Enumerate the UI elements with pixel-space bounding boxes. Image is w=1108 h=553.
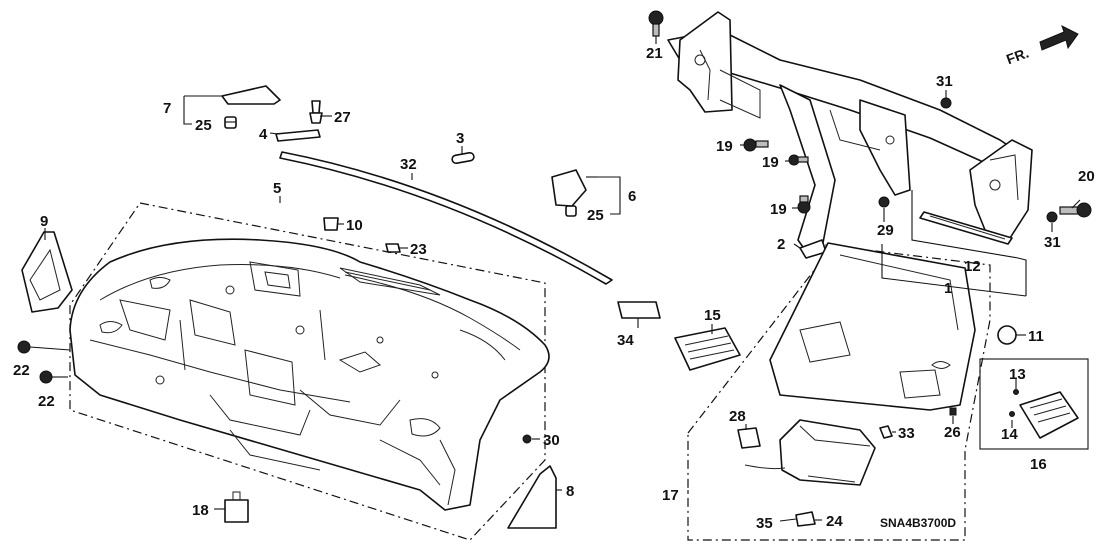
label-18 — [224, 499, 249, 523]
front-direction-label: FR. — [1004, 45, 1031, 68]
callout-4: 4 — [259, 126, 268, 143]
callout-31b: 31 — [1044, 234, 1061, 251]
callout-16: 16 — [1030, 456, 1047, 473]
callout-19b: 19 — [762, 154, 779, 171]
clip-33 — [879, 425, 893, 439]
callout-22b: 22 — [38, 393, 55, 410]
bolt-29 — [878, 196, 890, 208]
airbag-module — [779, 419, 876, 486]
vent-15 — [674, 327, 741, 371]
screw-27 — [311, 100, 321, 114]
screw-22a — [17, 340, 31, 354]
callout-30: 30 — [543, 432, 560, 449]
callout-20: 20 — [1078, 168, 1095, 185]
bolt-21a — [648, 10, 664, 26]
clip-23 — [385, 243, 401, 253]
dashboard-assembly — [69, 202, 550, 541]
screw-13 — [1013, 389, 1019, 395]
callout-7: 7 — [163, 100, 171, 117]
bumper-11 — [997, 325, 1017, 345]
glove-box-lid — [769, 242, 976, 411]
screw-14 — [1009, 411, 1015, 417]
cover-6 — [551, 169, 587, 207]
front-direction-arrow — [1039, 25, 1079, 51]
clip-25b — [565, 205, 577, 217]
drawing-code: SNA4B3700D — [880, 516, 956, 530]
pin-3 — [451, 151, 475, 165]
bolt-19c — [797, 200, 811, 214]
callout-24: 24 — [826, 513, 843, 530]
screw-31a — [940, 97, 952, 109]
connector-28 — [737, 427, 761, 449]
callout-15: 15 — [704, 307, 721, 324]
callout-13: 13 — [1009, 366, 1026, 383]
end-cover-7 — [221, 85, 281, 105]
callout-25b: 25 — [587, 207, 604, 224]
callout-12: 12 — [964, 258, 981, 275]
callout-10: 10 — [346, 217, 363, 234]
callout-32: 32 — [400, 156, 417, 173]
callout-21: 21 — [646, 45, 663, 62]
callout-22a: 22 — [13, 362, 30, 379]
clip-4 — [275, 129, 321, 142]
callout-19a: 19 — [716, 138, 733, 155]
callout-27: 27 — [334, 109, 351, 126]
callout-9: 9 — [40, 213, 48, 230]
callout-34: 34 — [617, 332, 634, 349]
callout-23: 23 — [410, 241, 427, 258]
clip-10 — [323, 217, 339, 231]
callout-17: 17 — [662, 487, 679, 504]
callout-18: 18 — [192, 502, 209, 519]
callout-11: 11 — [1028, 328, 1044, 345]
connector-24 — [795, 511, 816, 527]
screw-30 — [522, 434, 532, 444]
callout-3: 3 — [456, 130, 464, 147]
steering-hanger-beam — [667, 11, 1033, 251]
callout-26: 26 — [944, 424, 961, 441]
pad-34 — [617, 301, 661, 319]
side-cover-9 — [21, 231, 73, 313]
callout-14: 14 — [1001, 426, 1018, 443]
screw-22b — [39, 370, 53, 384]
callout-33: 33 — [898, 425, 915, 442]
vent-16 — [1019, 391, 1079, 439]
callout-28: 28 — [729, 408, 746, 425]
clip-26 — [949, 407, 957, 416]
bolt-19a — [743, 138, 757, 152]
screw-31b — [1046, 211, 1058, 223]
cover-8 — [507, 465, 557, 529]
callout-6: 6 — [628, 188, 636, 205]
strip-32 — [279, 151, 613, 285]
callout-2: 2 — [777, 236, 785, 253]
callout-8: 8 — [566, 483, 574, 500]
callout-5: 5 — [273, 180, 281, 197]
callout-31a: 31 — [936, 73, 953, 90]
callout-1: 1 — [944, 280, 952, 297]
callout-25a: 25 — [195, 117, 212, 134]
callout-29: 29 — [877, 222, 894, 239]
callout-19c: 19 — [770, 201, 787, 218]
callout-35: 35 — [756, 515, 773, 532]
